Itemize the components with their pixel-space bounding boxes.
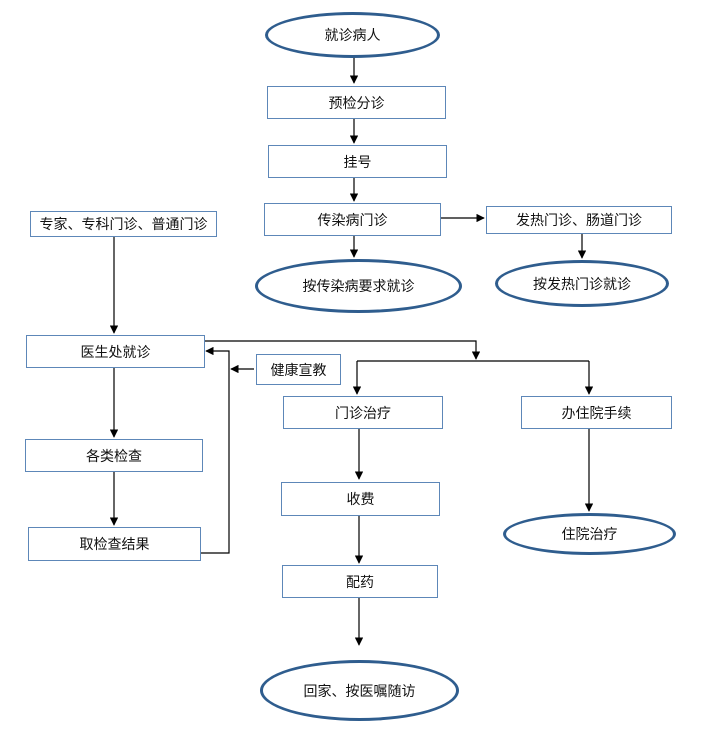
node-infectious-clinic: 传染病门诊 xyxy=(264,203,441,236)
node-infectious-treat: 按传染病要求就诊 xyxy=(255,259,462,313)
node-home: 回家、按医嘱随访 xyxy=(260,660,459,721)
node-health-edu: 健康宣教 xyxy=(256,354,341,385)
node-medicine: 配药 xyxy=(282,565,438,598)
node-outpatient-treat: 门诊治疗 xyxy=(283,396,443,429)
arrow-results-back-to-doctor xyxy=(201,346,230,554)
node-fever-treat: 按发热门诊就诊 xyxy=(495,260,669,307)
node-register: 挂号 xyxy=(268,145,447,178)
node-exams: 各类检查 xyxy=(25,439,203,472)
node-inpatient: 住院治疗 xyxy=(503,513,676,555)
node-admission: 办住院手续 xyxy=(521,396,672,429)
arrow-doctor-to-branch xyxy=(205,340,481,360)
node-fever-clinic: 发热门诊、肠道门诊 xyxy=(486,206,672,234)
node-start: 就诊病人 xyxy=(265,12,440,58)
node-payment: 收费 xyxy=(281,482,440,516)
node-doctor: 医生处就诊 xyxy=(26,335,205,368)
node-pre-check: 预检分诊 xyxy=(267,86,446,119)
node-results: 取检查结果 xyxy=(28,527,201,561)
node-specialist: 专家、专科门诊、普通门诊 xyxy=(30,211,217,237)
